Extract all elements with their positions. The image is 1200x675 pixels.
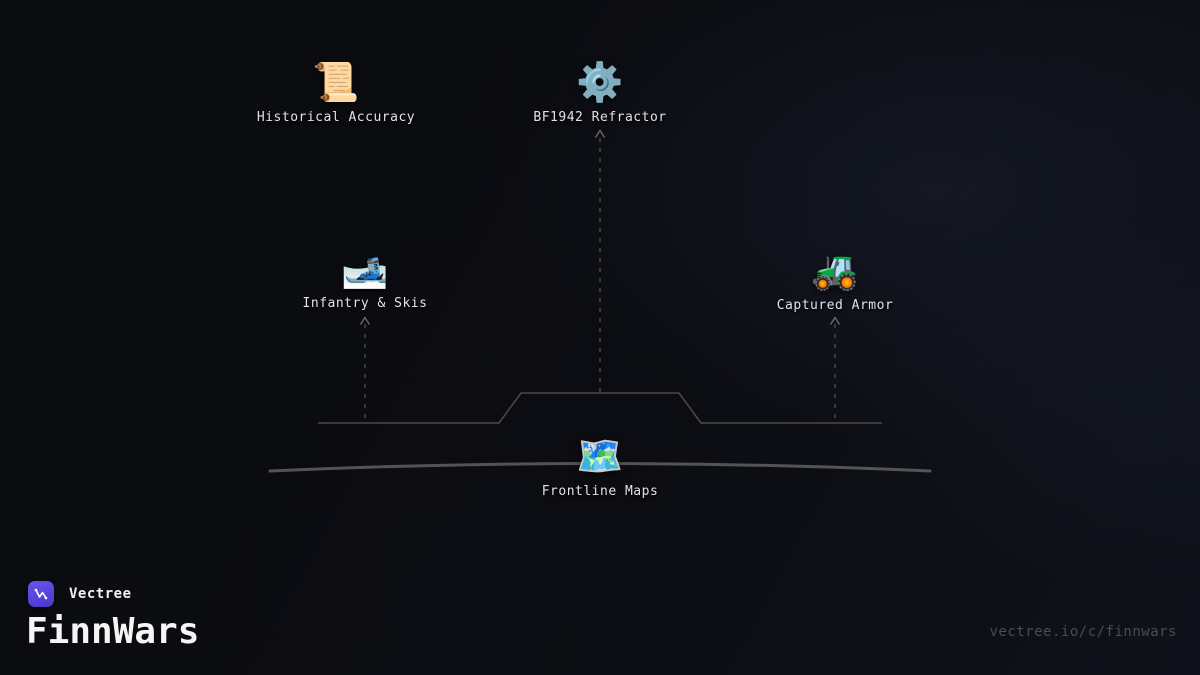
brand-name: Vectree bbox=[69, 586, 132, 602]
vectree-logo-icon bbox=[28, 581, 54, 607]
world-map-icon: 🗺️ bbox=[576, 434, 624, 478]
node-label-historical-accuracy: Historical Accuracy bbox=[256, 110, 416, 125]
connector-infantry-arrowhead bbox=[359, 316, 371, 325]
node-label-infantry-skis: Infantry & Skis bbox=[302, 296, 428, 311]
brand-row: Vectree bbox=[28, 581, 132, 607]
gear-icon: ⚙️ bbox=[576, 60, 624, 104]
node-frontline-maps[interactable]: 🗺️ Frontline Maps bbox=[542, 434, 659, 500]
timeline-path bbox=[318, 392, 882, 424]
connector-armor-arrowhead bbox=[829, 316, 841, 325]
connector-refractor-arrowhead bbox=[594, 129, 606, 138]
node-infantry-skis[interactable]: 🎿 Infantry & Skis bbox=[303, 246, 428, 312]
node-label-frontline-maps: Frontline Maps bbox=[541, 484, 659, 499]
share-url: vectree.io/c/finnwars bbox=[989, 624, 1177, 640]
node-bf1942-refractor[interactable]: ⚙️ BF1942 Refractor bbox=[533, 60, 666, 126]
scroll-icon: 📜 bbox=[312, 60, 360, 104]
node-captured-armor[interactable]: 🚜 Captured Armor bbox=[777, 248, 894, 314]
node-label-bf1942-refractor: BF1942 Refractor bbox=[533, 110, 667, 125]
tractor-icon: 🚜 bbox=[811, 248, 859, 292]
project-title: FinnWars bbox=[26, 611, 200, 652]
ski-icon: 🎿 bbox=[341, 246, 389, 290]
node-historical-accuracy[interactable]: 📜 Historical Accuracy bbox=[257, 60, 415, 126]
node-label-captured-armor: Captured Armor bbox=[776, 298, 894, 313]
